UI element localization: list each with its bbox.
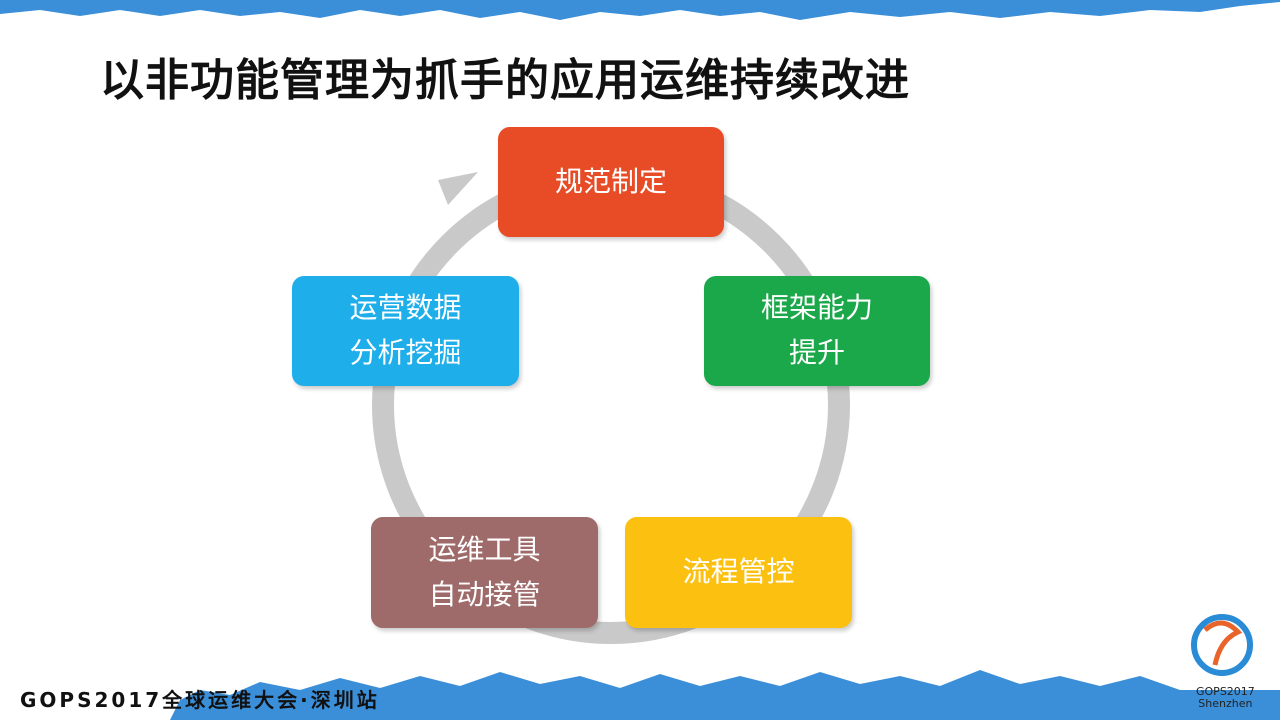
cycle-step-standards: 规范制定 bbox=[498, 127, 724, 237]
logo-text: GOPS2017 Shenzhen bbox=[1196, 685, 1255, 711]
cycle-step-data: 运营数据 分析挖掘 bbox=[292, 276, 519, 386]
cycle-arrowhead bbox=[438, 172, 478, 205]
bottom-brush-stroke bbox=[170, 670, 1280, 720]
cycle-step-process: 流程管控 bbox=[625, 517, 852, 628]
gops-logo bbox=[1191, 614, 1253, 676]
cycle-step-tools: 运维工具 自动接管 bbox=[371, 517, 598, 628]
footer-conference: GOPS2017全球运维大会·深圳站 bbox=[20, 688, 380, 712]
logo-line2: Shenzhen bbox=[1198, 697, 1253, 711]
cycle-step-framework: 框架能力 提升 bbox=[704, 276, 930, 386]
logo-line1: GOPS2017 bbox=[1196, 685, 1255, 698]
slide-title: 以非功能管理为抓手的应用运维持续改进 bbox=[100, 55, 910, 106]
top-brush-stroke bbox=[0, 0, 1280, 20]
